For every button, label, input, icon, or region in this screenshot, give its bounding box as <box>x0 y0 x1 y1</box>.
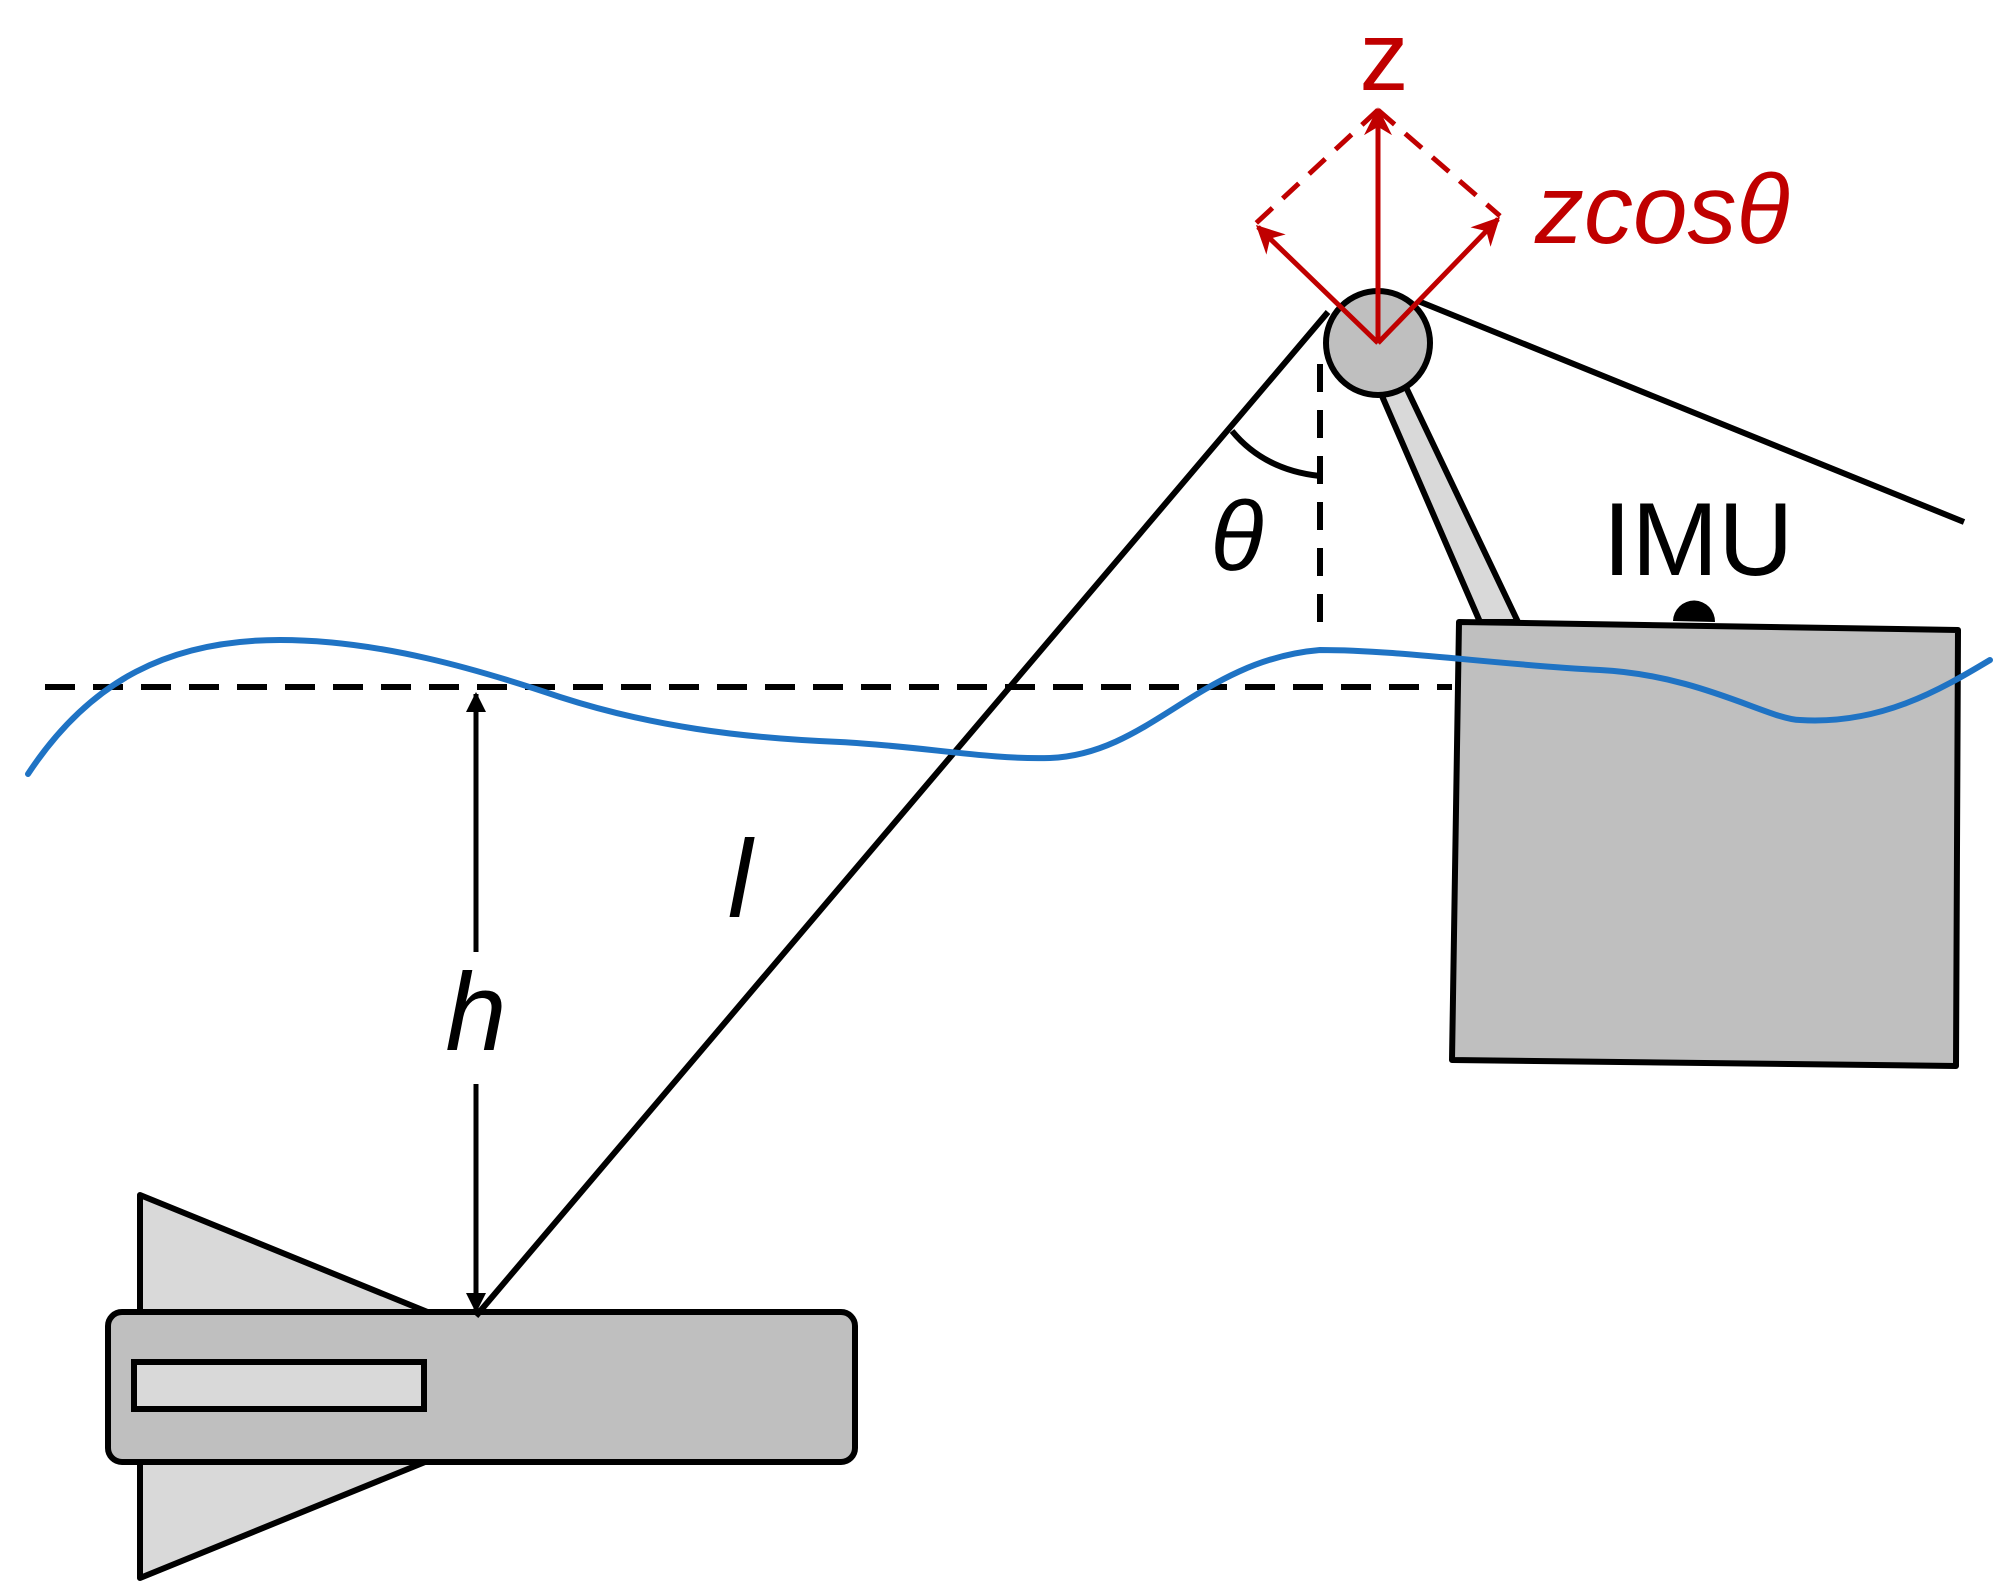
z-cos-theta-label: zcosθ <box>1534 154 1790 264</box>
tow-cable <box>473 310 1331 1318</box>
force-vectors <box>1251 107 1502 345</box>
right-dashed-projection <box>1376 108 1502 218</box>
vessel-hull <box>1449 619 1961 1069</box>
water-surface-wave <box>25 636 1993 777</box>
left-dashed-projection <box>1251 108 1380 228</box>
z-label: z <box>1360 1 1409 111</box>
surface-vessel <box>1323 288 1966 1069</box>
towed-body <box>105 1192 858 1581</box>
cable-length-label: l <box>728 818 755 941</box>
imu-label: IMU <box>1603 482 1794 598</box>
imu-sensor-dot <box>1673 600 1716 622</box>
depth-label: h <box>445 951 506 1074</box>
right-component-arrow <box>1376 216 1500 345</box>
theta-angle-arc <box>1229 429 1321 479</box>
towed-body-upper-fin <box>137 1192 433 1316</box>
left-component-arrow <box>1255 225 1380 345</box>
towed-body-window <box>131 1359 427 1412</box>
depth-label-background <box>440 952 512 1084</box>
theta-label: θ <box>1210 481 1263 591</box>
towed-body-lower-fin <box>137 1457 433 1581</box>
tow-line-to-vessel <box>1416 298 1966 525</box>
vessel-arm <box>1379 380 1521 625</box>
